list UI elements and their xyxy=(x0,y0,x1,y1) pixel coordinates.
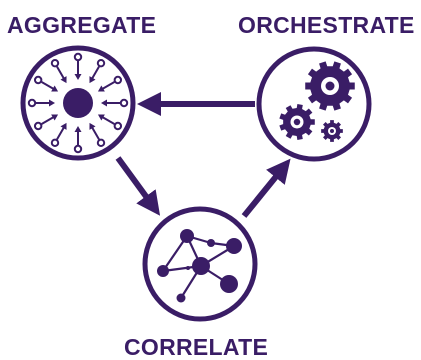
network-icon xyxy=(157,229,242,303)
network-node xyxy=(192,257,210,275)
aggregate-spoke xyxy=(89,122,106,148)
diagram-title-correlate: CORRELATE xyxy=(124,334,269,360)
arrow-aggregate-to-correlate xyxy=(115,156,161,216)
aggregate-spoke xyxy=(33,75,59,92)
network-edge xyxy=(162,235,188,272)
aggregate-spoke xyxy=(27,98,55,108)
gears-icon xyxy=(279,61,355,142)
aggregate-circle xyxy=(20,45,136,161)
network-node xyxy=(180,229,194,243)
aggregate-icon xyxy=(27,52,129,154)
network-node xyxy=(226,238,242,254)
aggregate-spoke xyxy=(101,98,129,108)
aggregate-spoke xyxy=(89,58,106,84)
orchestrate-circle xyxy=(256,46,372,162)
gear-medium-icon xyxy=(279,104,315,140)
orchestrate-node xyxy=(256,46,372,162)
network-node xyxy=(207,239,215,247)
network-node xyxy=(157,265,169,277)
aggregate-center-dot xyxy=(63,88,93,118)
aggregate-spoke xyxy=(50,122,67,148)
arrow-correlate-to-orchestrate xyxy=(241,158,291,218)
aggregate-spoke xyxy=(97,114,123,131)
network-node xyxy=(186,266,190,270)
gear-small-icon xyxy=(321,120,343,142)
correlate-node xyxy=(142,206,258,322)
aggregate-spoke xyxy=(50,58,67,84)
aggregate-spoke xyxy=(33,114,59,131)
aggregate-spoke xyxy=(73,126,83,154)
aggregate-spoke xyxy=(97,75,123,92)
network-node xyxy=(220,275,238,293)
diagram-title-orchestrate: ORCHESTRATE xyxy=(238,12,415,38)
network-node xyxy=(176,293,186,303)
diagram-title-aggregate: AGGREGATE xyxy=(7,12,157,38)
gear-large-icon xyxy=(305,61,355,111)
aggregate-spoke xyxy=(73,52,83,80)
correlate-circle xyxy=(142,206,258,322)
aggregate-node xyxy=(20,45,136,161)
